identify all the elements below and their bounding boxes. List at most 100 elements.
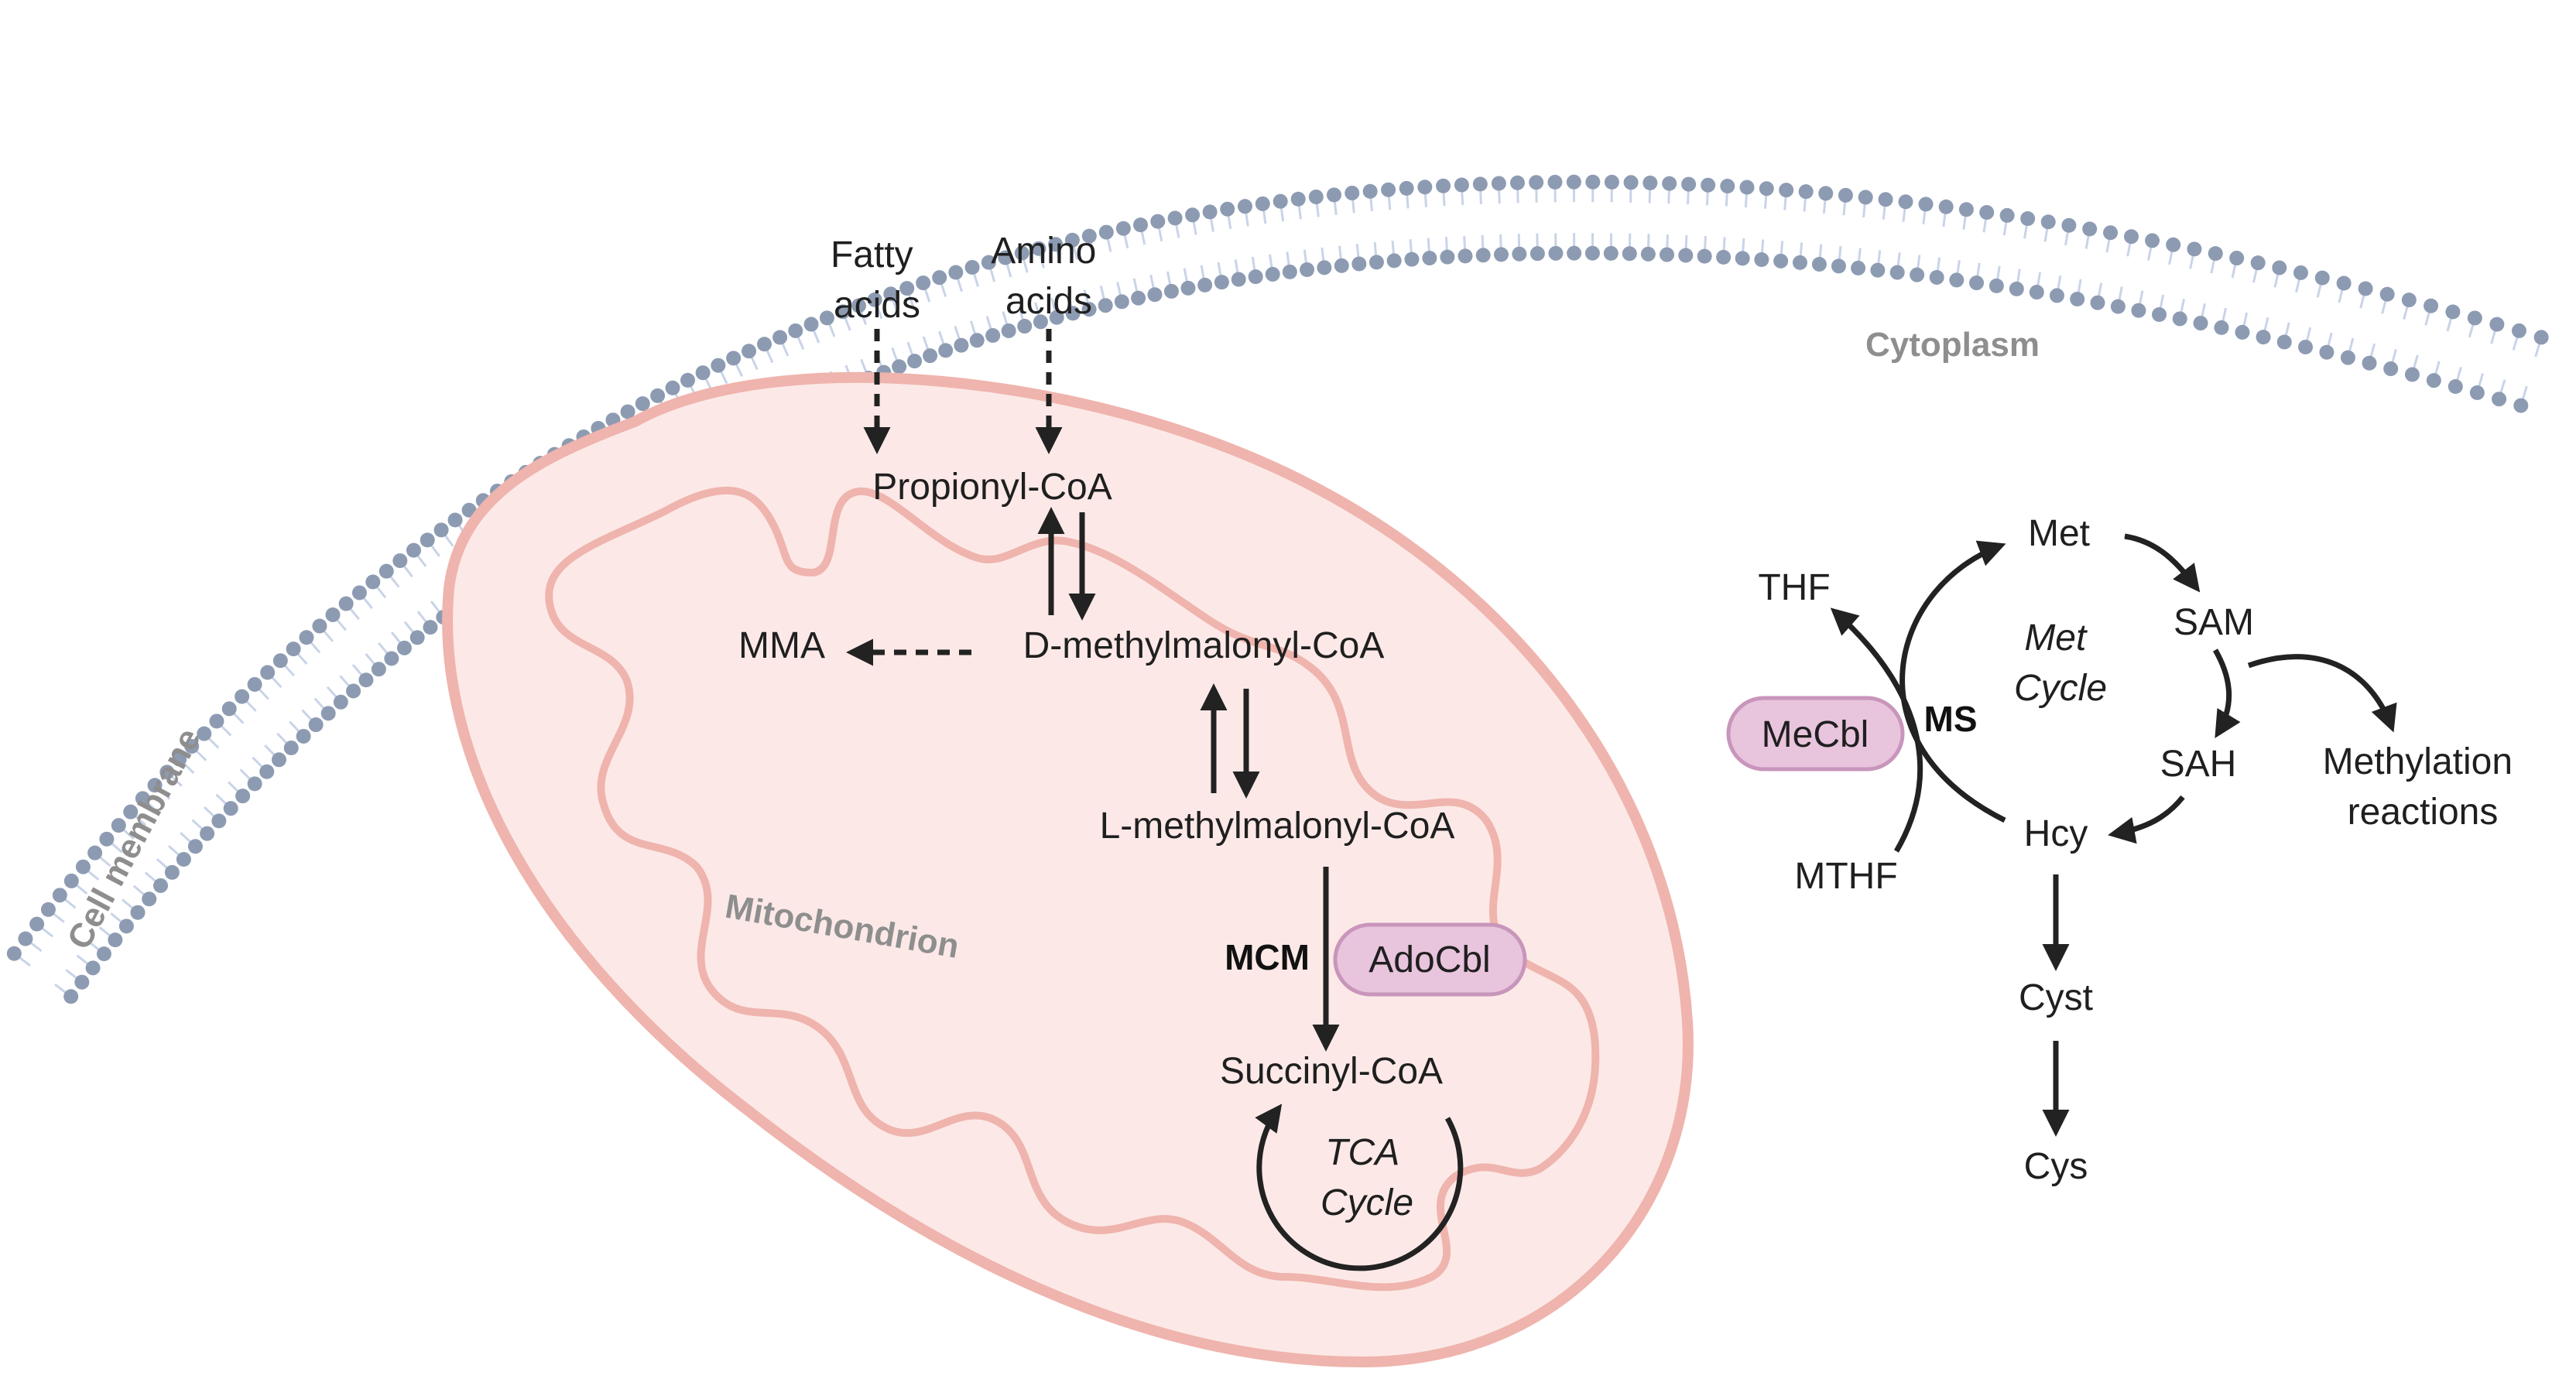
lipid-head bbox=[1938, 199, 1954, 214]
lipid-head bbox=[396, 640, 412, 655]
lipid-head bbox=[1878, 192, 1893, 207]
lipid-head bbox=[2187, 241, 2202, 257]
lipid-head bbox=[1220, 201, 1235, 217]
lipid-head bbox=[209, 713, 224, 729]
lipid-head bbox=[187, 839, 203, 854]
cys-label: Cys bbox=[2024, 1146, 2088, 1187]
ms-label: MS bbox=[1924, 699, 1978, 739]
lipid-head bbox=[1031, 241, 1046, 256]
sam-to-sah-arrow bbox=[2212, 648, 2241, 738]
sam-label: SAM bbox=[2174, 602, 2254, 643]
lipid-head bbox=[981, 255, 996, 270]
propionyl-coa-label: Propionyl-CoA bbox=[872, 467, 1112, 508]
lipid-head bbox=[2469, 385, 2485, 401]
lipid-head bbox=[772, 330, 788, 345]
lipid-head bbox=[620, 404, 635, 419]
lipid-head bbox=[1255, 196, 1270, 211]
lipid-head bbox=[409, 630, 425, 645]
lipid-head bbox=[2040, 214, 2056, 230]
met-to-sam-arrow bbox=[2124, 533, 2201, 593]
lipid-head bbox=[1334, 258, 1349, 273]
lipid-head bbox=[1290, 191, 1306, 207]
lipid-head bbox=[384, 651, 399, 666]
lipid-head bbox=[1248, 269, 1263, 285]
lipid-head bbox=[371, 662, 386, 677]
lipid-head bbox=[2445, 304, 2461, 320]
mecbl-label: MeCbl bbox=[1762, 714, 1869, 755]
lipid-head bbox=[247, 776, 262, 792]
lipid-head bbox=[2009, 281, 2024, 296]
lipid-head bbox=[2298, 340, 2314, 355]
lipid-head bbox=[2511, 323, 2526, 338]
lipid-head bbox=[2090, 295, 2105, 310]
d-methylmalonyl-coa-label: D-methylmalonyl-CoA bbox=[1023, 625, 1385, 666]
lipid-head bbox=[711, 358, 726, 373]
lipid-head bbox=[333, 694, 348, 710]
lipid-head bbox=[197, 726, 212, 741]
lipid-head bbox=[2492, 392, 2507, 407]
lipid-head bbox=[1231, 272, 1246, 287]
lipid-head bbox=[1898, 194, 1913, 210]
lipid-head bbox=[1681, 176, 1697, 192]
lipid-head bbox=[1197, 277, 1213, 293]
lipid-head bbox=[1969, 275, 1985, 291]
lipid-head bbox=[932, 270, 947, 286]
mitochondrion bbox=[442, 371, 1694, 1368]
lipid-head bbox=[1064, 232, 1080, 248]
lipid-head bbox=[2401, 293, 2417, 308]
lipid-head bbox=[1404, 251, 1420, 267]
lipid-head bbox=[695, 365, 711, 381]
lipid-head bbox=[1440, 249, 1455, 265]
adocbl-badge bbox=[1333, 922, 1527, 997]
lipid-head bbox=[998, 250, 1013, 265]
lipid-head bbox=[2082, 221, 2098, 237]
lipid-head bbox=[108, 932, 123, 948]
lipid-head bbox=[130, 905, 146, 920]
lipid-head bbox=[1754, 251, 1769, 267]
lipid-head bbox=[1623, 175, 1639, 190]
lipid-head bbox=[1237, 199, 1252, 214]
lipid-head bbox=[184, 739, 200, 754]
lipid-head bbox=[1345, 185, 1360, 200]
lipid-head bbox=[1792, 255, 1807, 270]
lipid-head bbox=[1147, 287, 1163, 303]
lipid-head bbox=[907, 354, 923, 369]
lipid-head bbox=[406, 542, 421, 558]
lipid-head bbox=[2029, 285, 2044, 300]
lipid-head bbox=[1566, 174, 1581, 190]
adocbl-label: AdoCbl bbox=[1368, 939, 1490, 980]
lipid-head bbox=[2424, 298, 2439, 313]
lipid-head bbox=[2123, 229, 2139, 245]
lipid-head bbox=[1326, 187, 1341, 203]
sah-label: SAH bbox=[2160, 744, 2237, 785]
lipid-head bbox=[2172, 311, 2187, 327]
lipid-head bbox=[1547, 174, 1563, 190]
lipid-head bbox=[1958, 202, 1974, 217]
lipid-head bbox=[2276, 334, 2292, 350]
lipid-head bbox=[1399, 180, 1414, 196]
mcm-label: MCM bbox=[1225, 937, 1310, 977]
lipid-head bbox=[2110, 299, 2126, 314]
lipid-head bbox=[2256, 330, 2271, 345]
lipid-head bbox=[1838, 187, 1853, 203]
lipid-head bbox=[803, 316, 819, 332]
lipid-head bbox=[1422, 251, 1437, 266]
met-cycle-label: Met Cycle bbox=[2014, 618, 2107, 709]
lipid-head bbox=[1979, 204, 1995, 220]
lipid-head bbox=[1133, 217, 1149, 233]
lipid-head bbox=[1831, 258, 1846, 274]
lipid-head bbox=[2235, 324, 2250, 340]
mthf-label: MTHF bbox=[1794, 856, 1897, 897]
lipid-head bbox=[40, 902, 56, 917]
lipid-head bbox=[2379, 286, 2395, 302]
lipid-head bbox=[1889, 265, 1905, 280]
lipid-head bbox=[172, 751, 187, 767]
lipid-head bbox=[2467, 310, 2482, 326]
lipid-head bbox=[111, 818, 126, 833]
lipid-head bbox=[2103, 225, 2119, 241]
lipid-head bbox=[819, 310, 834, 326]
lipid-head bbox=[899, 281, 915, 296]
lipid-head bbox=[74, 974, 90, 990]
lipid-head bbox=[948, 265, 964, 280]
lipid-head bbox=[1662, 176, 1677, 191]
